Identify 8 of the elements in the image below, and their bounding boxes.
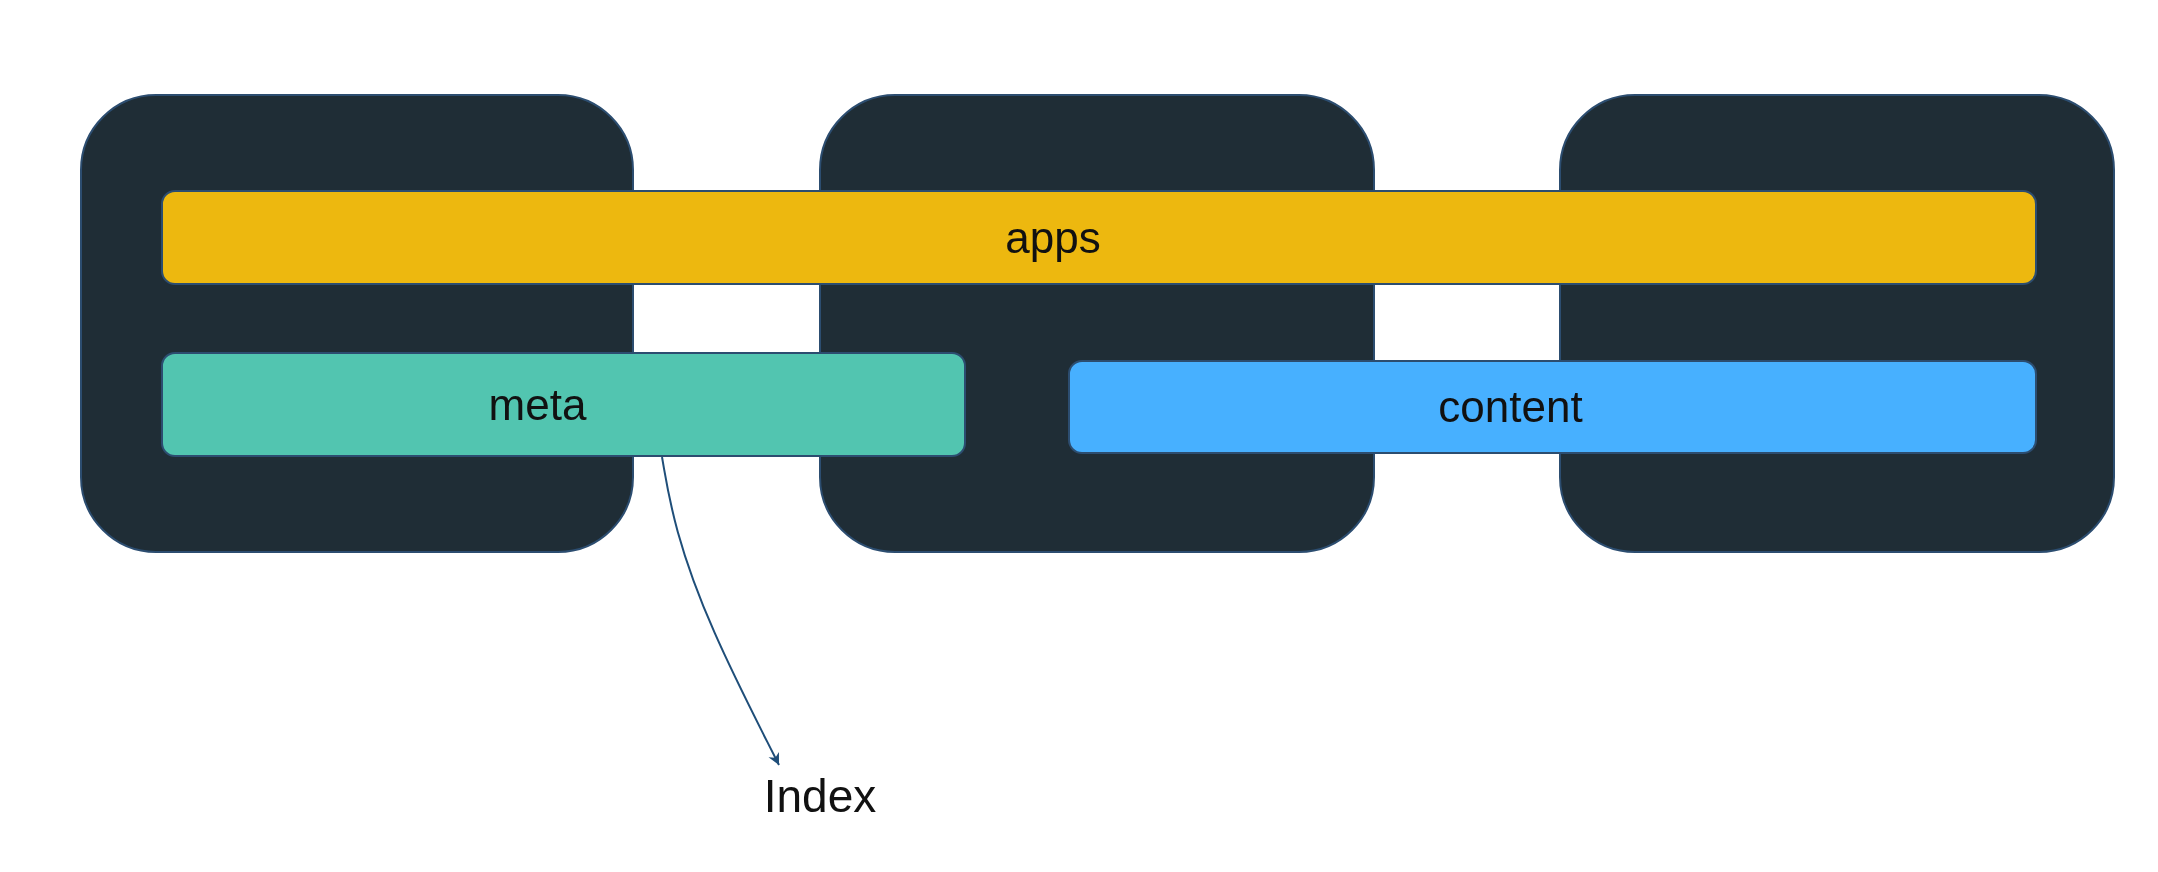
bar-label: meta bbox=[488, 379, 587, 430]
layer-bar bbox=[161, 352, 966, 457]
node-label: Index bbox=[763, 769, 877, 823]
layer-bar bbox=[1068, 360, 2037, 454]
arrow bbox=[661, 456, 780, 766]
layer-bar bbox=[161, 190, 2037, 285]
bar-label: content bbox=[1438, 382, 1583, 432]
bar-label: apps bbox=[1005, 212, 1101, 263]
